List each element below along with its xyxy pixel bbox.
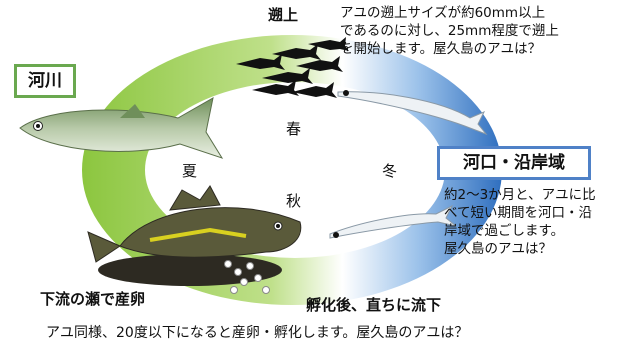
- river-label-box: 河川: [14, 64, 76, 98]
- coast-note-line: 岸域で過ごします。: [444, 223, 565, 239]
- spawning-label: 下流の瀬で産卵: [40, 290, 146, 308]
- juvenile-school-icon: [236, 37, 349, 98]
- bottom-note: アユ同様、20度以下になると産卵・孵化します。屋久島のアユは？: [46, 325, 469, 341]
- season-summer: 夏: [182, 162, 198, 180]
- larva-icon: [337, 90, 488, 136]
- coast-note: 約2～3か月と、アユに比 べて短い期間を河口・沿 岸域で過ごします。 屋久島のア…: [444, 186, 596, 258]
- season-autumn: 秋: [286, 192, 302, 210]
- eggs-icon: [224, 260, 270, 294]
- season-winter: 冬: [382, 162, 398, 180]
- upstream-note: アユの遡上サイズが約60mm以上 であるのに対し、25mm程度で遡上 を開始しま…: [340, 4, 559, 58]
- coast-note-line: 約2～3か月と、アユに比: [444, 187, 596, 203]
- coast-label-box: 河口・沿岸域: [437, 146, 591, 180]
- hatching-label: 孵化後、直ちに流下: [306, 296, 442, 314]
- spawning-fish-icon: [87, 185, 302, 286]
- upstream-label: 遡上: [268, 6, 299, 24]
- upstream-note-line: を開始します。屋久島のアユは？: [340, 41, 542, 57]
- upstream-note-line: であるのに対し、25mm程度で遡上: [340, 23, 559, 39]
- season-spring: 春: [286, 120, 302, 138]
- hatchling-icon: [329, 204, 457, 239]
- upstream-note-line: アユの遡上サイズが約60mm以上: [340, 5, 546, 21]
- coast-note-line: 屋久島のアユは？: [444, 241, 552, 257]
- coast-note-line: べて短い期間を河口・沿: [444, 205, 592, 221]
- adult-fish-icon: [19, 97, 224, 159]
